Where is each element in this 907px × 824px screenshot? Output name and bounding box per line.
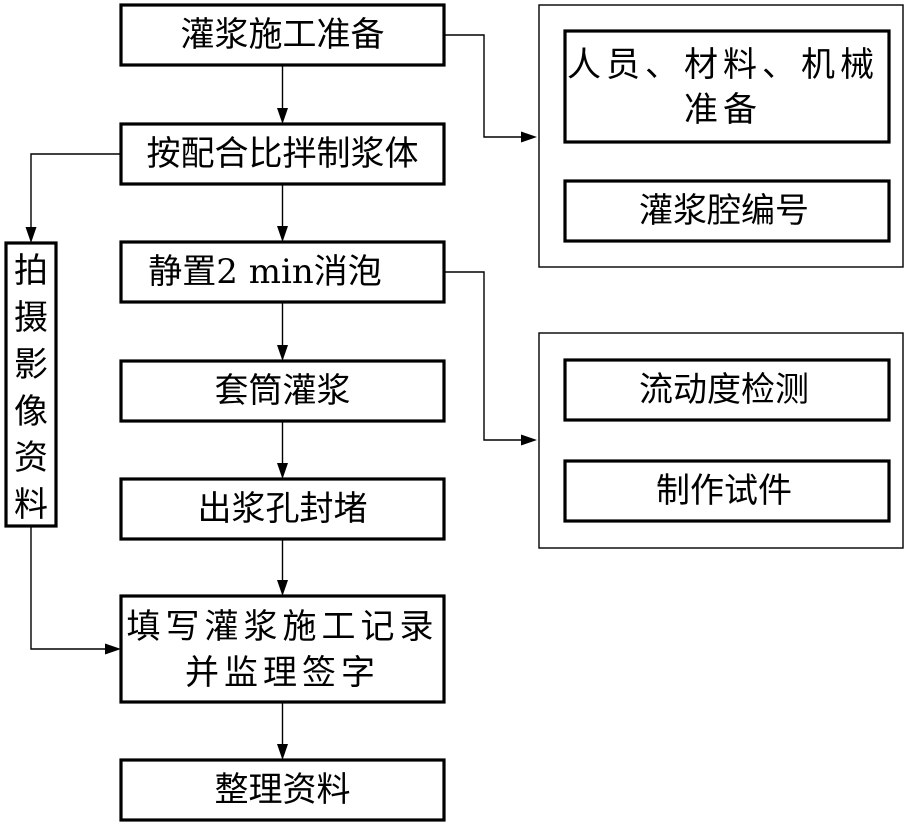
- main-flow-arrows: [277, 65, 288, 760]
- photo-char-4: 像: [14, 392, 48, 432]
- photo-char-6: 料: [14, 485, 48, 525]
- step-archive: 整理资料: [119, 758, 446, 822]
- preparation-panel: 人员、材料、机械 准备 灌浆腔编号: [538, 4, 904, 268]
- photo-record-box: 拍 摄 影 像 资 料: [4, 241, 58, 528]
- step-rest-defoam: 静置2 min消泡: [119, 240, 446, 304]
- step-mix: 按配合比拌制浆体: [119, 122, 446, 186]
- test-item-fluidity: 流动度检测: [639, 370, 809, 410]
- step-sleeve-grouting: 套筒灌浆: [119, 359, 446, 423]
- photo-char-5: 资: [14, 438, 48, 478]
- step-archive-label: 整理资料: [215, 770, 351, 810]
- photo-char-1: 拍: [14, 251, 48, 291]
- prepare-to-panel-connector: [444, 34, 537, 143]
- step-seal-outlet: 出浆孔封堵: [119, 477, 446, 541]
- step-record-line2: 并监理签字: [185, 653, 380, 693]
- test-item-specimens: 制作试件: [656, 471, 792, 511]
- prep-item-cavity-numbering: 灌浆腔编号: [639, 191, 809, 231]
- prep-item-personnel-line1: 人员、材料、机械: [567, 45, 879, 85]
- step-rest-defoam-label: 静置2 min消泡: [148, 252, 381, 292]
- step-prepare: 灌浆施工准备: [119, 3, 446, 67]
- photo-char-2: 摄: [14, 298, 48, 338]
- step-seal-outlet-label: 出浆孔封堵: [198, 489, 368, 529]
- prep-item-personnel-line2: 准备: [684, 90, 762, 130]
- testing-panel: 流动度检测 制作试件: [538, 332, 904, 549]
- step-mix-label: 按配合比拌制浆体: [147, 134, 419, 174]
- rest-to-panel-connector: [444, 271, 537, 446]
- step-record-line1: 填写灌浆施工记录: [127, 607, 439, 647]
- step-sleeve-grouting-label: 套筒灌浆: [215, 371, 351, 411]
- step-record-signoff: 填写灌浆施工记录 并监理签字: [119, 594, 446, 704]
- step-prepare-label: 灌浆施工准备: [181, 15, 385, 55]
- photo-char-3: 影: [14, 345, 48, 385]
- photo-record-connectors: [25, 153, 121, 655]
